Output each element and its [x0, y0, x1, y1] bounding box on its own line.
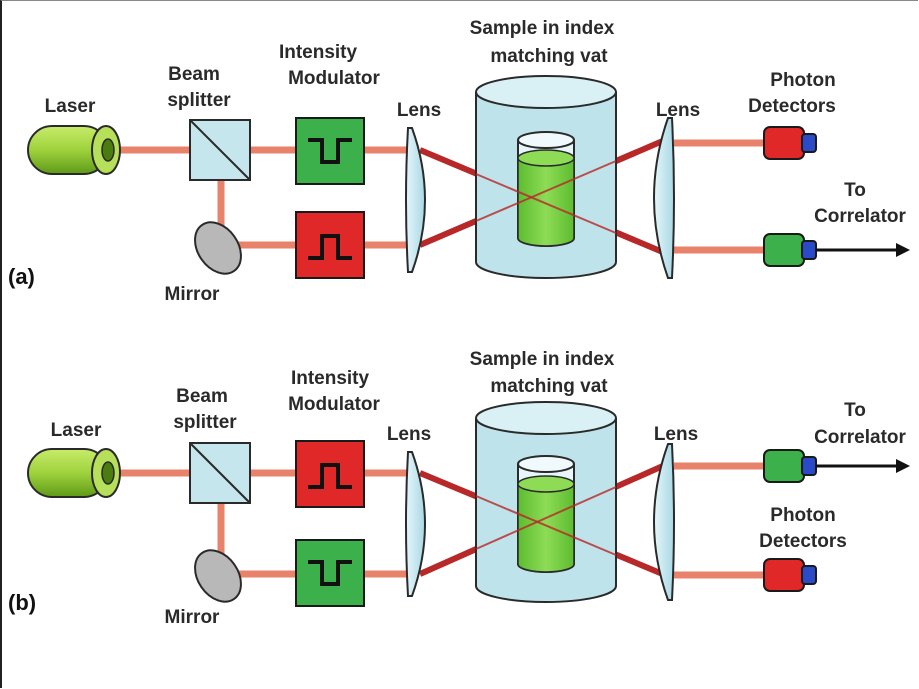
crossed-beam-2-overlay — [475, 486, 617, 550]
modulator-green-icon — [295, 539, 365, 607]
modulator-green-icon — [295, 117, 365, 185]
laser-label: Laser — [51, 420, 102, 441]
mirror-label: Mirror — [165, 607, 221, 628]
mirror-icon — [194, 221, 242, 275]
lens-right-icon — [653, 117, 675, 279]
beam-splitter-label-2: splitter — [167, 90, 231, 111]
sample-label-1: Sample in index — [470, 349, 615, 370]
arrow-to-correlator-icon — [816, 243, 910, 257]
lens-left-icon — [405, 451, 426, 597]
lens-left-icon — [405, 127, 426, 273]
detector-green-icon — [763, 233, 817, 267]
lens-right-label: Lens — [656, 100, 700, 121]
sample-label-2: matching vat — [490, 46, 608, 67]
detector-red-icon — [763, 558, 817, 592]
correlator-label-2: Correlator — [814, 206, 906, 227]
detectors-label-2: Detectors — [759, 531, 847, 552]
detector-red-icon — [763, 126, 817, 160]
correlator-label-1: To — [844, 400, 866, 421]
beam-splitter-icon — [189, 442, 251, 504]
modulator-label-2: Modulator — [288, 68, 380, 89]
detector-green-icon — [763, 449, 817, 483]
modulator-label-2: Modulator — [288, 394, 380, 415]
sample-label-2: matching vat — [490, 376, 608, 397]
beam-splitter-label-1: Beam — [176, 386, 228, 407]
mirror-label: Mirror — [165, 284, 221, 305]
sample-label-1: Sample in index — [470, 18, 615, 39]
lens-right-icon — [653, 443, 675, 601]
crossed-beam-1-overlay — [475, 173, 617, 234]
modulator-label-1: Intensity — [279, 42, 358, 63]
modulator-red-icon — [295, 440, 365, 508]
modulator-red-icon — [295, 211, 365, 279]
crossed-beam-1-overlay — [475, 495, 617, 556]
laser-icon — [27, 125, 121, 175]
beam-splitter-label-2: splitter — [173, 412, 237, 433]
detectors-label-1: Photon — [770, 505, 835, 526]
panel-tag: (a) — [8, 264, 35, 289]
sample-vat-icon — [475, 75, 617, 279]
correlator-label-1: To — [844, 180, 866, 201]
detectors-label-1: Photon — [770, 70, 835, 91]
correlator-label-2: Correlator — [814, 427, 906, 448]
laser-icon — [27, 448, 121, 498]
modulator-label-1: Intensity — [291, 368, 370, 389]
mirror-icon — [194, 549, 242, 603]
arrow-to-correlator-icon — [816, 459, 910, 473]
detectors-label-2: Detectors — [748, 96, 836, 117]
beam-splitter-icon — [189, 119, 251, 181]
sample-vat-icon — [475, 401, 617, 603]
panel-a: Laser Beam splitter Intensity Modulator … — [8, 18, 910, 305]
panel-b: Laser Beam splitter Intensity Modulator … — [8, 349, 910, 628]
laser-label: Laser — [45, 96, 96, 117]
beam-splitter-label-1: Beam — [168, 64, 220, 85]
lens-left-label: Lens — [387, 424, 431, 445]
panel-tag: (b) — [8, 590, 36, 615]
lens-left-label: Lens — [397, 100, 441, 121]
crossed-beam-2-overlay — [475, 160, 617, 222]
lens-right-label: Lens — [654, 424, 698, 445]
